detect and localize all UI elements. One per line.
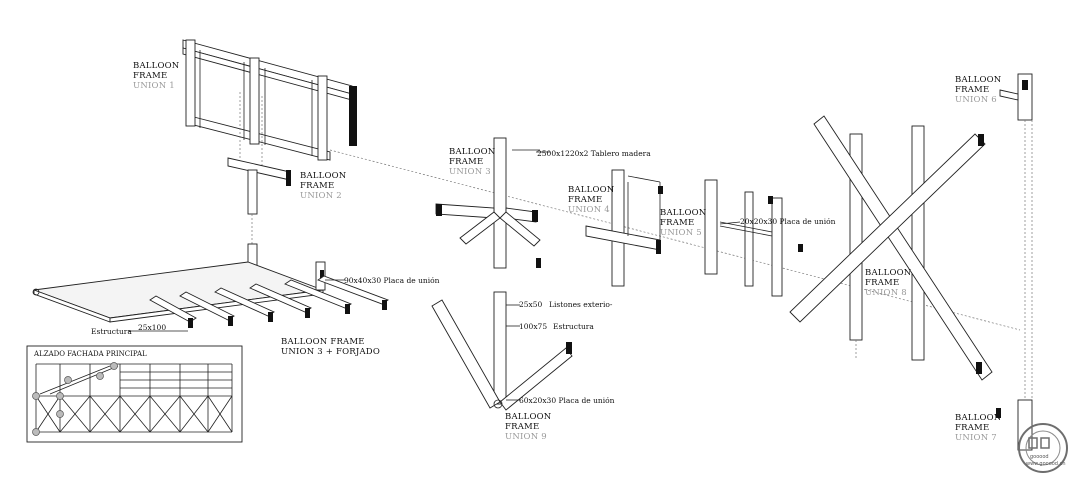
annotation-estructura-100: Estructura — [553, 322, 594, 331]
union-5-joint — [704, 179, 803, 297]
label-union-2: BALLOON FRAME UNION 2 — [300, 171, 347, 201]
label-union-1-line2: FRAME — [133, 71, 167, 81]
union-8-x-brace — [789, 115, 993, 381]
gooood-watermark: gooood www.gooood.cn — [1018, 423, 1068, 473]
label-union-7-line1: BALLOON — [955, 413, 1002, 423]
annotation-listones-dim: 25x50 — [519, 300, 543, 309]
label-union-5: BALLOON FRAME UNION 5 — [660, 208, 707, 238]
annotation-listones: Listones exterio- — [549, 300, 613, 309]
annotation-placa-90: 90x40x30 Placa de unión — [344, 276, 440, 285]
label-union-5-line3: UNION 5 — [660, 228, 702, 238]
elevation-title: ALZADO FACHADA PRINCIPAL — [33, 350, 147, 358]
annotation-tablero: 2500x1220x2 Tablero madera — [537, 149, 651, 158]
label-union-6: BALLOON FRAME UNION 6 — [955, 75, 1002, 105]
union-1-frame — [182, 39, 357, 170]
label-union-3-line3: UNION 3 — [449, 167, 491, 177]
union-3-joint — [435, 137, 541, 269]
annotations: 2500x1220x2 Tablero madera 90x40x30 Plac… — [91, 149, 836, 405]
label-union-7-line2: FRAME — [955, 423, 989, 433]
label-union-9: BALLOON FRAME UNION 9 — [505, 412, 552, 442]
label-union-7: BALLOON FRAME UNION 7 — [955, 413, 1002, 443]
label-union-5-line1: BALLOON — [660, 208, 707, 218]
assembly-guide-line — [329, 149, 1021, 331]
label-union-1-line3: UNION 1 — [133, 81, 175, 91]
union-2-joint — [227, 157, 291, 244]
union-4-joint — [585, 169, 663, 287]
label-forjado-line1: BALLOON FRAME — [281, 337, 365, 347]
union-9-joint — [431, 291, 573, 411]
label-union-1: BALLOON FRAME UNION 1 — [133, 61, 180, 91]
label-union-8: BALLOON FRAME UNION 8 — [865, 268, 912, 298]
label-union-4-line2: FRAME — [568, 195, 602, 205]
label-forjado: BALLOON FRAME UNION 3 + FORJADO — [281, 337, 380, 357]
annotation-estructura-25: Estructura — [91, 327, 132, 336]
label-union-6-line1: BALLOON — [955, 75, 1002, 85]
annotation-estructura-100-dim: 100x75 — [519, 322, 547, 331]
label-union-4: BALLOON FRAME UNION 4 — [568, 185, 615, 215]
label-union-3: BALLOON FRAME UNION 3 — [449, 147, 496, 177]
label-union-9-line1: BALLOON — [505, 412, 552, 422]
elevation-inset: ALZADO FACHADA PRINCIPAL — [26, 345, 243, 443]
label-union-8-line2: FRAME — [865, 278, 899, 288]
annotation-placa-20: 20x20x30 Placa de unión — [740, 217, 836, 226]
label-union-8-line1: BALLOON — [865, 268, 912, 278]
forjado-floor — [32, 243, 389, 328]
label-forjado-line2: UNION 3 + FORJADO — [281, 347, 380, 357]
label-union-9-line2: FRAME — [505, 422, 539, 432]
label-union-9-line3: UNION 9 — [505, 432, 547, 442]
label-union-3-line1: BALLOON — [449, 147, 496, 157]
watermark-text: gooood — [1030, 454, 1049, 460]
label-union-2-line3: UNION 2 — [300, 191, 342, 201]
label-union-3-line2: FRAME — [449, 157, 483, 167]
union-6-7-post — [996, 73, 1033, 451]
label-union-7-line3: UNION 7 — [955, 433, 997, 443]
watermark-sub: www.gooood.cn — [1026, 461, 1066, 467]
label-union-4-line1: BALLOON — [568, 185, 615, 195]
label-union-8-line3: UNION 8 — [865, 288, 907, 298]
label-union-6-line3: UNION 6 — [955, 95, 997, 105]
label-union-2-line2: FRAME — [300, 181, 334, 191]
annotation-placa-60: 60x20x30 Placa de unión — [519, 396, 615, 405]
label-union-2-line1: BALLOON — [300, 171, 347, 181]
annotation-dim-25x100: 25x100 — [138, 323, 166, 332]
label-union-5-line2: FRAME — [660, 218, 694, 228]
label-union-4-line3: UNION 4 — [568, 205, 610, 215]
label-union-6-line2: FRAME — [955, 85, 989, 95]
label-union-1-line1: BALLOON — [133, 61, 180, 71]
